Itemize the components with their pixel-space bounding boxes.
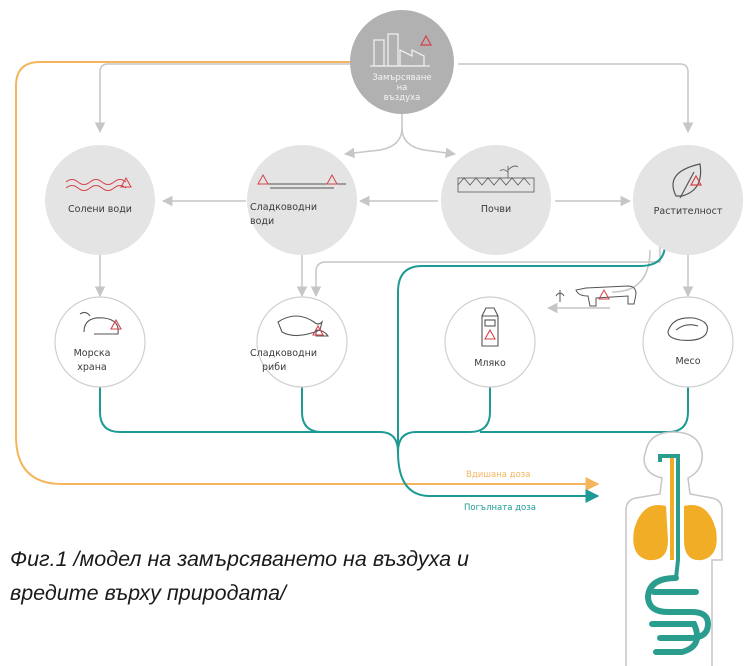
node-vegetation-label: Растителност: [654, 206, 723, 217]
salt-water-wave-icon: [65, 176, 132, 191]
lungs-icon: [633, 505, 717, 561]
node-freshwater-fish-label-line2: риби: [262, 362, 286, 373]
node-air-pollution-label-line2: на: [397, 83, 408, 93]
node-seafood-label-line2: храна: [77, 362, 107, 373]
arrow-vegetation-to-cow: [611, 249, 651, 293]
pollutant-marker-icon: [419, 34, 433, 46]
caption-line-1: Фиг.1 /модел на замърсяването на въздуха…: [10, 547, 469, 571]
node-meat: Месо: [642, 296, 734, 388]
river-icon: [257, 173, 346, 189]
arrow-source-to-soil: [401, 127, 457, 158]
teal-from-meat: [480, 386, 689, 433]
ingested-dose-flow: [99, 243, 689, 503]
teal-from-milk: [397, 386, 491, 453]
node-seafood-label-line1: Морска: [74, 348, 111, 359]
human-body-figure: [625, 431, 723, 666]
node-soil-label: Почви: [481, 204, 511, 215]
node-milk-label: Мляко: [474, 358, 506, 369]
soil-icon: [457, 165, 535, 193]
node-seafood: Морска храна: [54, 296, 146, 388]
node-milk: Мляко: [444, 296, 536, 388]
teal-from-fish: [301, 386, 323, 433]
ingested-dose-label: Погълната доза: [464, 503, 536, 513]
teal-from-seafood: [99, 386, 399, 453]
node-freshwater-fish-label-line1: Сладководни: [250, 348, 317, 359]
factory-icon: [370, 33, 430, 67]
leaf-icon: [672, 163, 703, 199]
meat-icon: [667, 317, 709, 341]
esophagus-icon: [658, 454, 680, 579]
ingested-dose-line: [397, 451, 600, 503]
arrow-source-to-salt-water: [94, 63, 350, 134]
node-air-pollution-label-line1: Замърсяване: [372, 73, 431, 83]
node-salt-water: Солени води: [45, 145, 155, 255]
inhaled-dose-line: [15, 61, 600, 491]
node-air-pollution-label-line3: въздуха: [384, 93, 421, 103]
gray-arrows: [94, 63, 694, 314]
arrow-source-to-freshwater: [343, 108, 403, 159]
milk-carton-icon: [481, 307, 499, 347]
arrow-source-to-vegetation: [458, 63, 694, 134]
teal-from-vegetation: [397, 243, 666, 452]
inhaled-dose-label: Вдишана доза: [466, 470, 531, 480]
node-meat-label: Месо: [675, 356, 700, 367]
fish-icon: [277, 315, 330, 337]
node-freshwater-label-line2: води: [250, 216, 274, 227]
node-vegetation: Растителност: [633, 145, 743, 255]
arrow-vegetation-to-fish: [310, 244, 661, 298]
node-soil: Почви: [441, 145, 551, 255]
cow-icon: [555, 285, 637, 307]
node-freshwater-fish: Сладководни риби: [250, 296, 348, 388]
node-freshwater: Сладководни води: [247, 145, 357, 255]
figure-caption: Фиг.1 /модел на замърсяването на въздуха…: [10, 542, 610, 610]
node-salt-water-label: Солени води: [68, 204, 132, 215]
intestine-icon: [644, 575, 712, 655]
inhaled-dose-flow: Вдишана доза: [15, 61, 600, 491]
shrimp-icon: [79, 311, 122, 335]
node-freshwater-label-line1: Сладководни: [250, 202, 317, 213]
caption-line-2: вредите върху природата/: [10, 581, 287, 605]
node-air-pollution: Замърсяване на въздуха: [350, 10, 454, 114]
